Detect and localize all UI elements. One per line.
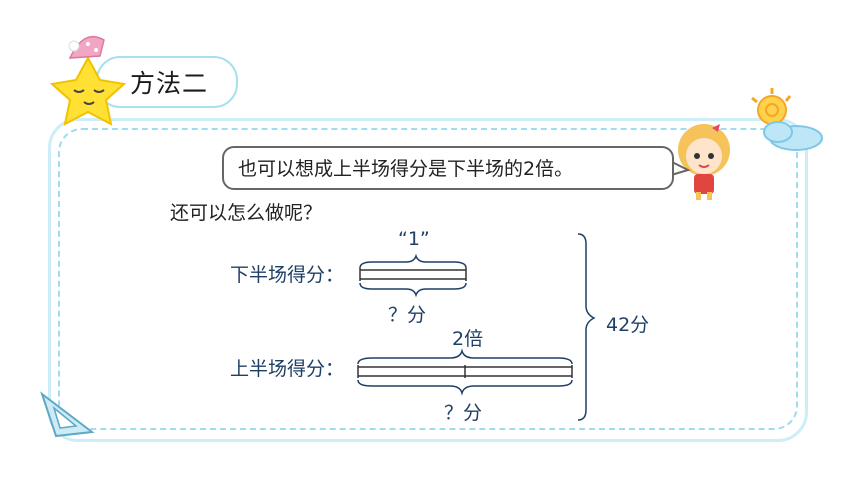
unit-label: “1”	[398, 228, 430, 250]
content-frame-dashed	[58, 128, 798, 430]
lower-top-brace	[359, 253, 467, 269]
section-title: 方法二	[130, 69, 209, 98]
star-mascot-icon	[49, 35, 127, 126]
upper-segment-bar	[357, 365, 573, 378]
girl-mascot-icon	[678, 124, 730, 200]
lower-segment-bar	[359, 268, 467, 281]
speech-bubble	[222, 146, 674, 190]
lower-unknown-label: ？分	[388, 304, 427, 326]
times-label: 2倍	[452, 328, 484, 350]
upper-bottom-brace	[357, 379, 573, 396]
upper-top-brace	[357, 348, 573, 365]
lower-half-label: 下半场得分：	[230, 264, 345, 286]
prompt-question: 还可以怎么做呢？	[170, 202, 323, 224]
triangle-ruler-icon	[40, 391, 95, 438]
lower-bottom-brace	[359, 282, 467, 298]
upper-unknown-label: ？分	[444, 402, 483, 424]
speech-text: 也可以想成上半场得分是下半场的2倍。	[238, 158, 574, 180]
upper-half-label: 上半场得分：	[230, 358, 345, 380]
total-label: 42分	[606, 314, 650, 336]
title-pill	[96, 56, 238, 108]
sun-cloud-icon	[751, 88, 823, 151]
total-brace	[577, 233, 596, 421]
